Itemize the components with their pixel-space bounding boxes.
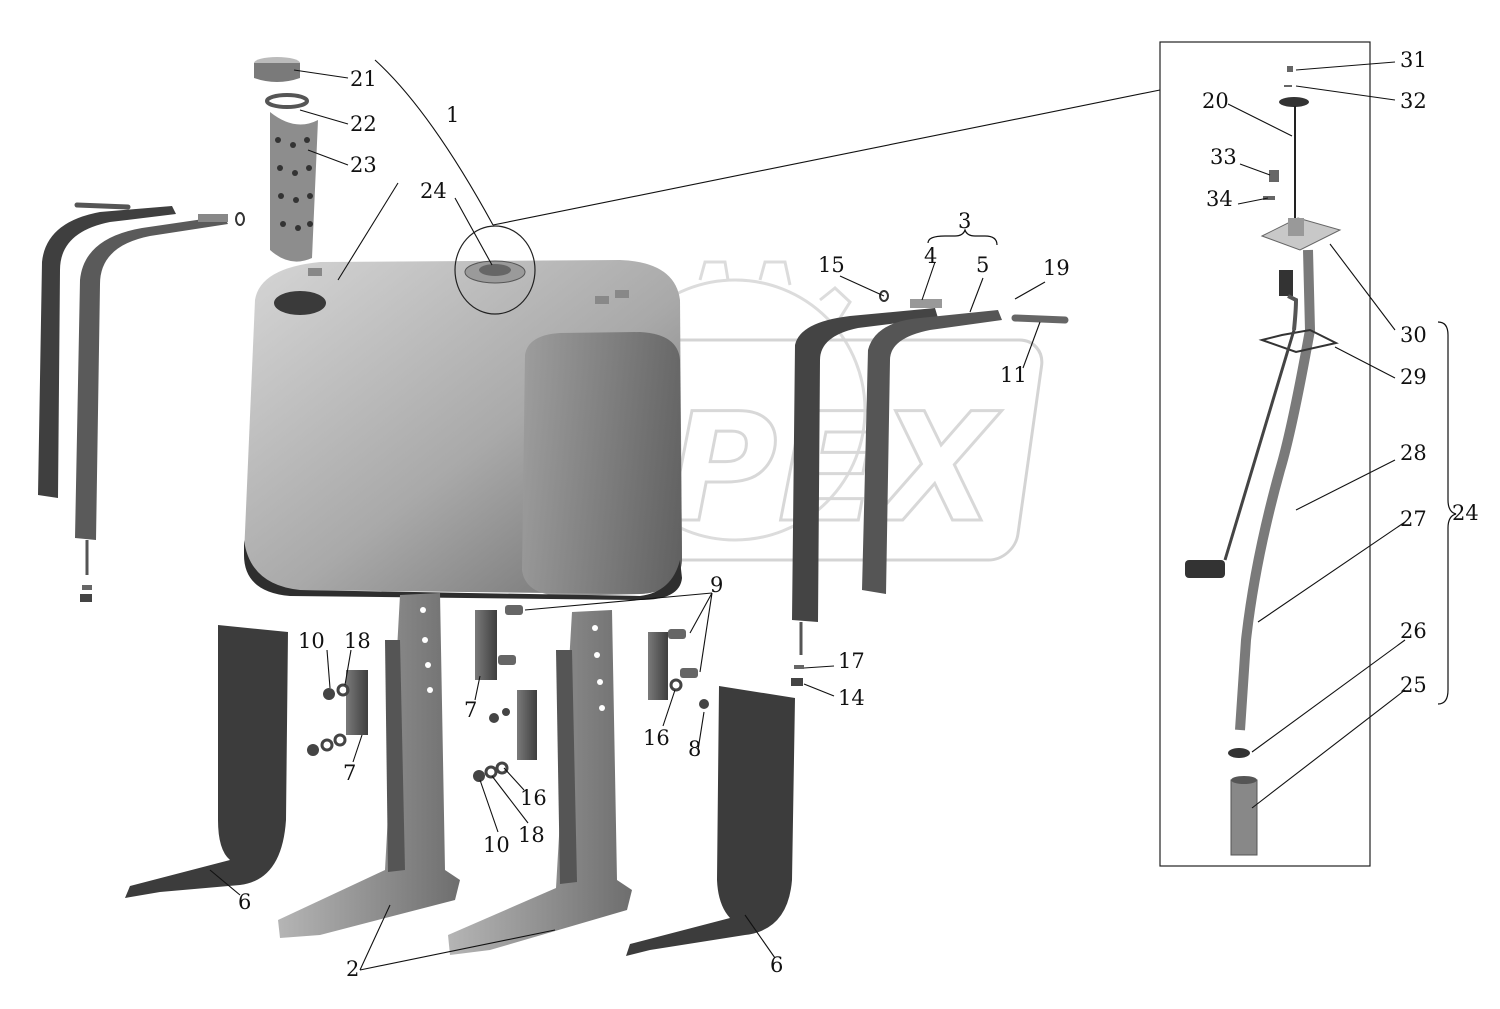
fuel-tank [244, 225, 682, 600]
callout-33: 33 [1210, 145, 1237, 169]
callout-15: 15 [818, 253, 845, 277]
callout-6-right: 6 [770, 953, 783, 977]
callout-8: 8 [688, 737, 701, 761]
group-24-brace [1437, 321, 1457, 705]
callout-27: 27 [1400, 507, 1427, 531]
callout-18-top: 18 [344, 629, 371, 653]
callout-28: 28 [1400, 441, 1427, 465]
rubber-pads [125, 625, 795, 956]
callout-34: 34 [1206, 187, 1233, 211]
callout-labels: 21 22 23 1 24 3 15 4 5 19 11 9 17 14 10 … [238, 48, 1479, 981]
bracket-right [448, 610, 632, 955]
callout-20: 20 [1202, 89, 1229, 113]
callout-6-left: 6 [238, 890, 251, 914]
group-3-brace [927, 228, 998, 246]
callout-31: 31 [1400, 48, 1427, 72]
sensor-detail-frame [1159, 41, 1371, 867]
callout-7-center: 7 [464, 698, 477, 722]
callout-22: 22 [350, 112, 377, 136]
callout-24-tank: 24 [420, 179, 447, 203]
callout-16-right: 16 [643, 726, 670, 750]
callout-9: 9 [710, 573, 723, 597]
left-tank-straps [38, 202, 245, 602]
callout-21: 21 [350, 67, 377, 91]
bracket-left [278, 593, 460, 938]
callout-25: 25 [1400, 673, 1427, 697]
callout-30: 30 [1400, 323, 1427, 347]
callout-19: 19 [1043, 256, 1070, 280]
callout-4: 4 [924, 244, 937, 268]
callout-10-top: 10 [298, 629, 325, 653]
callout-32: 32 [1400, 89, 1427, 113]
callout-16-center: 16 [520, 786, 547, 810]
callout-2: 2 [346, 957, 359, 981]
callout-3: 3 [958, 209, 971, 233]
callout-17: 17 [838, 649, 865, 673]
callout-10-bottom: 10 [483, 833, 510, 857]
fuel-level-sensor [1185, 66, 1342, 856]
fastener-parts [307, 605, 709, 782]
leader-lines [209, 59, 1406, 971]
callout-11: 11 [1000, 363, 1027, 387]
filler-neck-parts [254, 57, 318, 262]
callout-1: 1 [446, 103, 459, 127]
callout-29: 29 [1400, 365, 1427, 389]
callout-18-bottom: 18 [518, 823, 545, 847]
callout-26: 26 [1400, 619, 1427, 643]
callout-23: 23 [350, 153, 377, 177]
right-tank-straps [791, 290, 1069, 686]
callout-24-sensor: 24 [1452, 501, 1479, 525]
callout-5: 5 [976, 253, 989, 277]
callout-7-left: 7 [343, 761, 356, 785]
callout-14: 14 [838, 686, 865, 710]
